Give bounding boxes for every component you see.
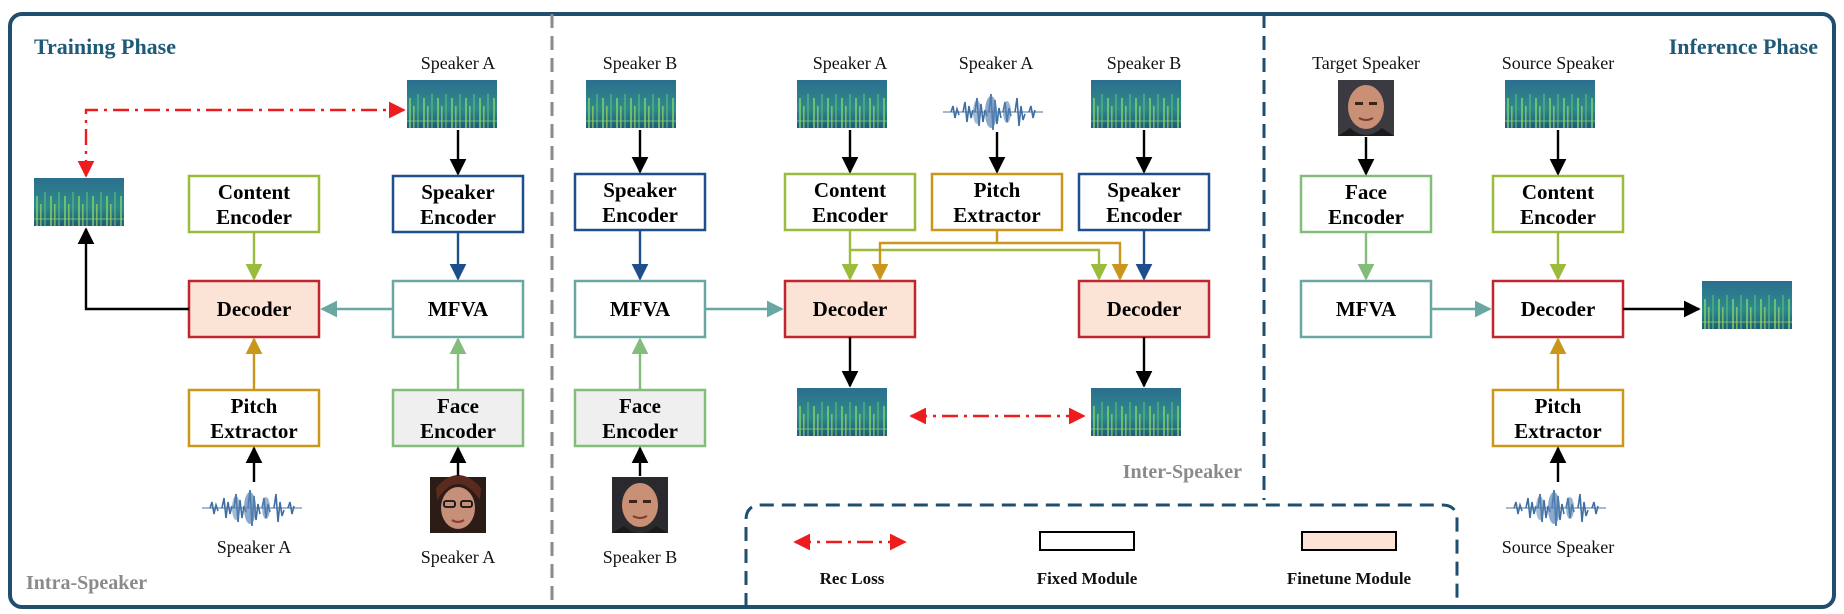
inter-spectrogram-speaker-b <box>586 80 676 128</box>
inter-spectrogram-speaker-a <box>797 80 887 128</box>
inter-speaker-encoder-right-line2: Encoder <box>1106 203 1182 227</box>
target-speaker-face-image <box>1338 80 1394 136</box>
intra-content-encoder: Content Encoder <box>187 174 321 234</box>
inter-speaker-label: Inter-Speaker <box>1123 461 1242 483</box>
intra-output-spectrogram <box>34 178 124 226</box>
intra-decoder-label: Decoder <box>217 297 292 321</box>
intra-face-encoder-line2: Encoder <box>420 419 496 443</box>
intra-wave-speaker-a-label: Speaker A <box>217 537 291 557</box>
inter-spectrogram-speaker-b2 <box>1091 80 1181 128</box>
intra-content-encoder-line1: Content <box>218 180 290 204</box>
inter-speaker-encoder-left-line2: Encoder <box>602 203 678 227</box>
intra-rec-loss-arrow <box>77 101 406 178</box>
intra-content-encoder-line2: Encoder <box>216 205 292 229</box>
inter-content-encoder-line2: Encoder <box>812 203 888 227</box>
intra-pitch-extractor: Pitch Extractor <box>187 388 321 448</box>
intra-face-speaker-a-label: Speaker A <box>421 547 495 567</box>
intra-face-encoder-line1: Face <box>437 394 479 418</box>
arrow-pitch-to-right-decoder <box>997 241 1129 281</box>
inter-decoder-right-label: Decoder <box>1107 297 1182 321</box>
inter-speaker-b2-label: Speaker B <box>1107 53 1181 73</box>
infer-content-encoder-line1: Content <box>1522 180 1594 204</box>
inter-speaker-b-label: Speaker B <box>603 53 677 73</box>
source-speaker-bottom-label: Source Speaker <box>1502 537 1614 557</box>
inter-decoder-left-label: Decoder <box>813 297 888 321</box>
legend-rec-loss-label: Rec Loss <box>820 569 885 588</box>
inter-output-spectrogram-right <box>1091 388 1181 436</box>
inter-face-encoder: Face Encoder <box>573 388 707 448</box>
source-speaker-top-label: Source Speaker <box>1502 53 1614 73</box>
inter-wave-speaker-a-label: Speaker A <box>959 53 1033 73</box>
infer-pitch-extractor-line1: Pitch <box>1535 394 1582 418</box>
inter-content-encoder-line1: Content <box>814 178 886 202</box>
infer-source-waveform <box>1505 489 1607 527</box>
inference-phase-label: Inference Phase <box>1669 34 1819 59</box>
inter-speaker-a-label: Speaker A <box>813 53 887 73</box>
inter-speaker-encoder-right: Speaker Encoder <box>1077 172 1211 232</box>
infer-source-spectrogram <box>1505 80 1595 128</box>
inter-waveform-speaker-a <box>942 93 1044 131</box>
infer-face-encoder-line1: Face <box>1345 180 1387 204</box>
outer-frame <box>8 12 1836 609</box>
arrow-content-to-right-decoder <box>848 230 1108 281</box>
inter-mfva: MFVA <box>573 279 707 339</box>
intra-face-encoder: Face Encoder <box>391 388 525 448</box>
inter-face-speaker-b-label: Speaker B <box>603 547 677 567</box>
infer-output-spectrogram <box>1702 281 1792 329</box>
legend: Rec Loss Fixed Module Finetune Module <box>744 503 1459 607</box>
inter-decoder-right: Decoder <box>1077 279 1211 339</box>
inter-decoder-left: Decoder <box>783 279 917 339</box>
inter-speaker-encoder-right-line1: Speaker <box>1107 178 1181 202</box>
infer-pitch-extractor-line2: Extractor <box>1514 419 1601 443</box>
intra-face-image-speaker-a <box>430 475 486 533</box>
infer-content-encoder: Content Encoder <box>1491 174 1625 234</box>
inter-face-encoder-line2: Encoder <box>602 419 678 443</box>
legend-finetune-label: Finetune Module <box>1287 569 1412 588</box>
intra-mfva: MFVA <box>391 279 525 339</box>
intra-speaker-encoder-line2: Encoder <box>420 205 496 229</box>
intra-waveform-speaker-a <box>201 489 303 527</box>
intra-pitch-extractor-line1: Pitch <box>231 394 278 418</box>
inter-content-encoder: Content Encoder <box>783 172 917 232</box>
infer-pitch-extractor: Pitch Extractor <box>1491 388 1625 448</box>
inter-mfva-label: MFVA <box>610 297 671 321</box>
inter-pitch-extractor: Pitch Extractor <box>930 172 1064 232</box>
infer-mfva-label: MFVA <box>1336 297 1397 321</box>
intra-pitch-extractor-line2: Extractor <box>210 419 297 443</box>
legend-finetune-swatch <box>1301 531 1397 551</box>
target-speaker-label: Target Speaker <box>1312 53 1420 73</box>
legend-fixed-label: Fixed Module <box>1037 569 1138 588</box>
infer-decoder: Decoder <box>1491 279 1625 339</box>
intra-speaker-encoder: Speaker Encoder <box>391 174 525 234</box>
inter-speaker-encoder-left-line1: Speaker <box>603 178 677 202</box>
training-phase-label: Training Phase <box>34 34 176 59</box>
intra-mfva-label: MFVA <box>428 297 489 321</box>
inter-speaker-encoder-left: Speaker Encoder <box>573 172 707 232</box>
intra-speaker-label: Intra-Speaker <box>26 572 147 594</box>
intra-speaker-encoder-line1: Speaker <box>421 180 495 204</box>
arrow-pitch-to-left-decoder <box>871 230 999 281</box>
infer-mfva: MFVA <box>1299 279 1433 339</box>
legend-fixed-swatch <box>1039 531 1135 551</box>
inter-face-image-speaker-b <box>612 477 668 533</box>
inter-output-spectrogram-left <box>797 388 887 436</box>
infer-content-encoder-line2: Encoder <box>1520 205 1596 229</box>
arrow-decoder-to-output <box>77 227 189 311</box>
inter-pitch-extractor-line1: Pitch <box>974 178 1021 202</box>
infer-face-encoder: Face Encoder <box>1299 174 1433 234</box>
infer-face-encoder-line2: Encoder <box>1328 205 1404 229</box>
intra-speaker-a-label: Speaker A <box>421 53 495 73</box>
inter-face-encoder-line1: Face <box>619 394 661 418</box>
intra-decoder: Decoder <box>187 279 321 339</box>
inter-pitch-extractor-line2: Extractor <box>953 203 1040 227</box>
infer-decoder-label: Decoder <box>1521 297 1596 321</box>
intra-spectrogram-speaker-a <box>407 80 497 128</box>
